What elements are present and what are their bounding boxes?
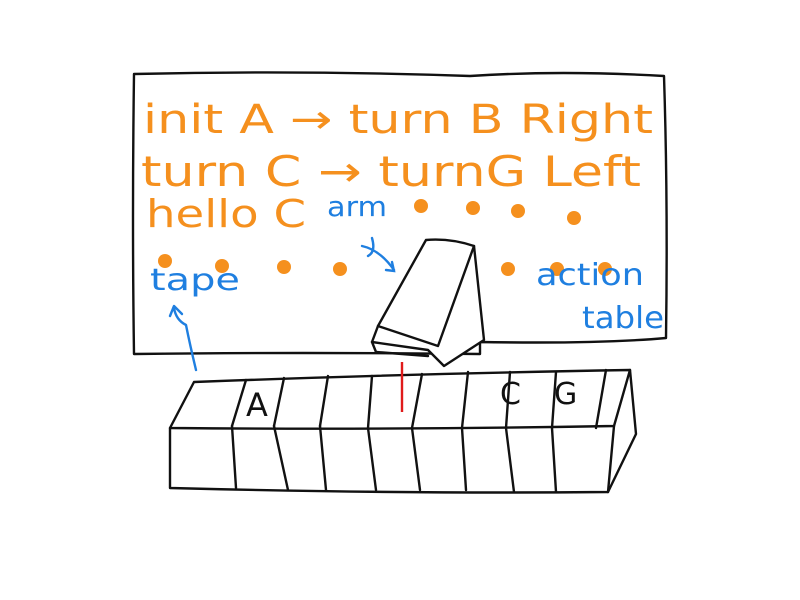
ellipsis-dot [598, 262, 612, 276]
rule-list: init A → turn B Right turn C → turnG Lef… [141, 97, 653, 236]
ellipsis-dot [550, 262, 564, 276]
arm-label: arm [327, 190, 387, 223]
tape-cell-symbol: C [500, 377, 521, 412]
tape-cell-list: A C G [246, 377, 577, 424]
ellipsis-dot [501, 262, 515, 276]
ellipsis-dot [277, 260, 291, 274]
rule-line-1: init A → turn B Right [143, 97, 653, 143]
ellipsis-dot [414, 199, 428, 213]
ellipsis-dot [158, 254, 172, 268]
rule-line-2: turn C → turnG Left [141, 147, 641, 196]
tape-cell-symbol: A [246, 386, 268, 424]
tape-cell-symbol: G [554, 377, 577, 412]
ellipsis-dot [215, 259, 229, 273]
table-label: table [582, 301, 664, 336]
dot-row-2 [158, 254, 612, 276]
arm-arrow-icon [360, 236, 396, 273]
tape [168, 368, 638, 494]
ellipsis-dot [466, 201, 480, 215]
rule-line-3: hello C [146, 192, 306, 236]
ellipsis-dot [567, 211, 581, 225]
tape-label: tape [150, 263, 240, 298]
action-label: action [536, 258, 644, 293]
read-write-head [370, 238, 486, 412]
action-table-board [131, 71, 668, 356]
ellipsis-dot [333, 262, 347, 276]
action-table-annotation: action table [536, 258, 664, 336]
arm-annotation: arm [327, 190, 396, 273]
dot-row-1 [414, 199, 581, 225]
tape-annotation: tape [150, 263, 240, 372]
ellipsis-dot [511, 204, 525, 218]
tape-arrow-icon [168, 304, 198, 372]
